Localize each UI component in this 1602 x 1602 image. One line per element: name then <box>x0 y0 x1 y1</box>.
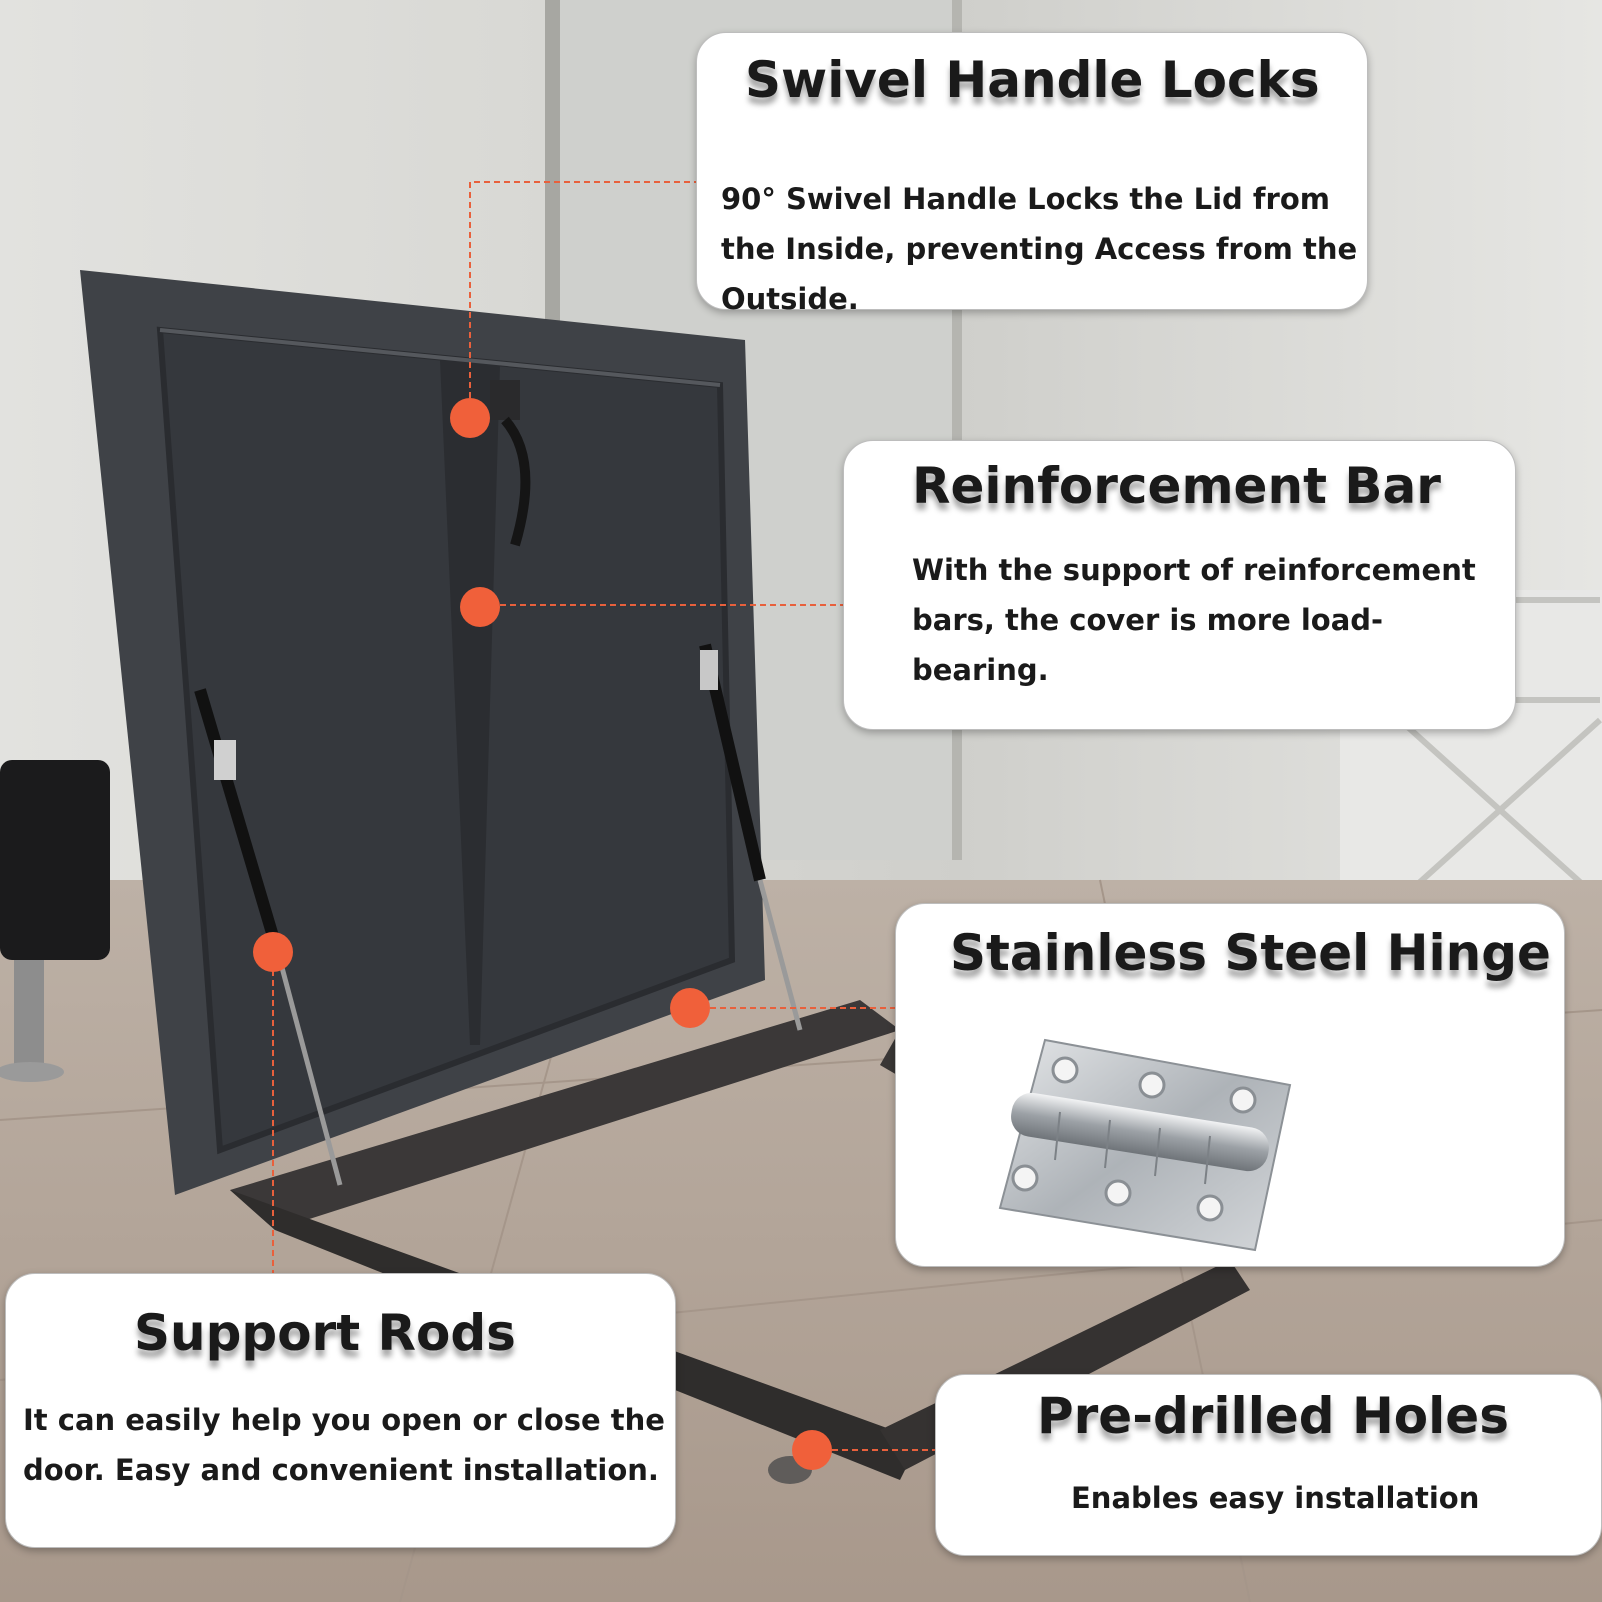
callout-description: Enables easy installation <box>1071 1481 1480 1515</box>
lid-panel <box>80 270 765 1195</box>
callout-title: Pre-drilled Holes <box>1037 1387 1509 1445</box>
callout-stainless-steel-hinge: Stainless Steel Hinge <box>895 903 1565 1267</box>
marker-holes <box>792 1430 832 1470</box>
callout-pre-drilled-holes: Pre-drilled Holes Enables easy installat… <box>935 1374 1602 1556</box>
marker-hinge <box>670 988 710 1028</box>
marker-reinforcement <box>460 587 500 627</box>
callout-support-rods: Support Rods It can easily help you open… <box>5 1273 676 1548</box>
marker-handle <box>450 398 490 438</box>
leader-lines <box>272 181 935 1451</box>
swivel-handle <box>490 380 531 547</box>
markers <box>253 398 832 1470</box>
stool <box>0 760 110 1082</box>
callout-description: With the support of reinforcement bars, … <box>912 553 1476 687</box>
callout-title: Swivel Handle Locks <box>745 51 1320 109</box>
callout-title: Support Rods <box>134 1304 516 1362</box>
callout-description: 90° Swivel Handle Locks the Lid from the… <box>721 182 1358 316</box>
callout-title: Reinforcement Bar <box>912 457 1441 515</box>
callout-description: It can easily help you open or close the… <box>23 1403 665 1487</box>
support-rods <box>194 643 803 1186</box>
callout-title: Stainless Steel Hinge <box>950 924 1551 982</box>
callout-reinforcement-bar: Reinforcement Bar With the support of re… <box>843 440 1516 730</box>
marker-rods <box>253 932 293 972</box>
callout-swivel-handle-locks: Swivel Handle Locks 90° Swivel Handle Lo… <box>696 32 1368 316</box>
